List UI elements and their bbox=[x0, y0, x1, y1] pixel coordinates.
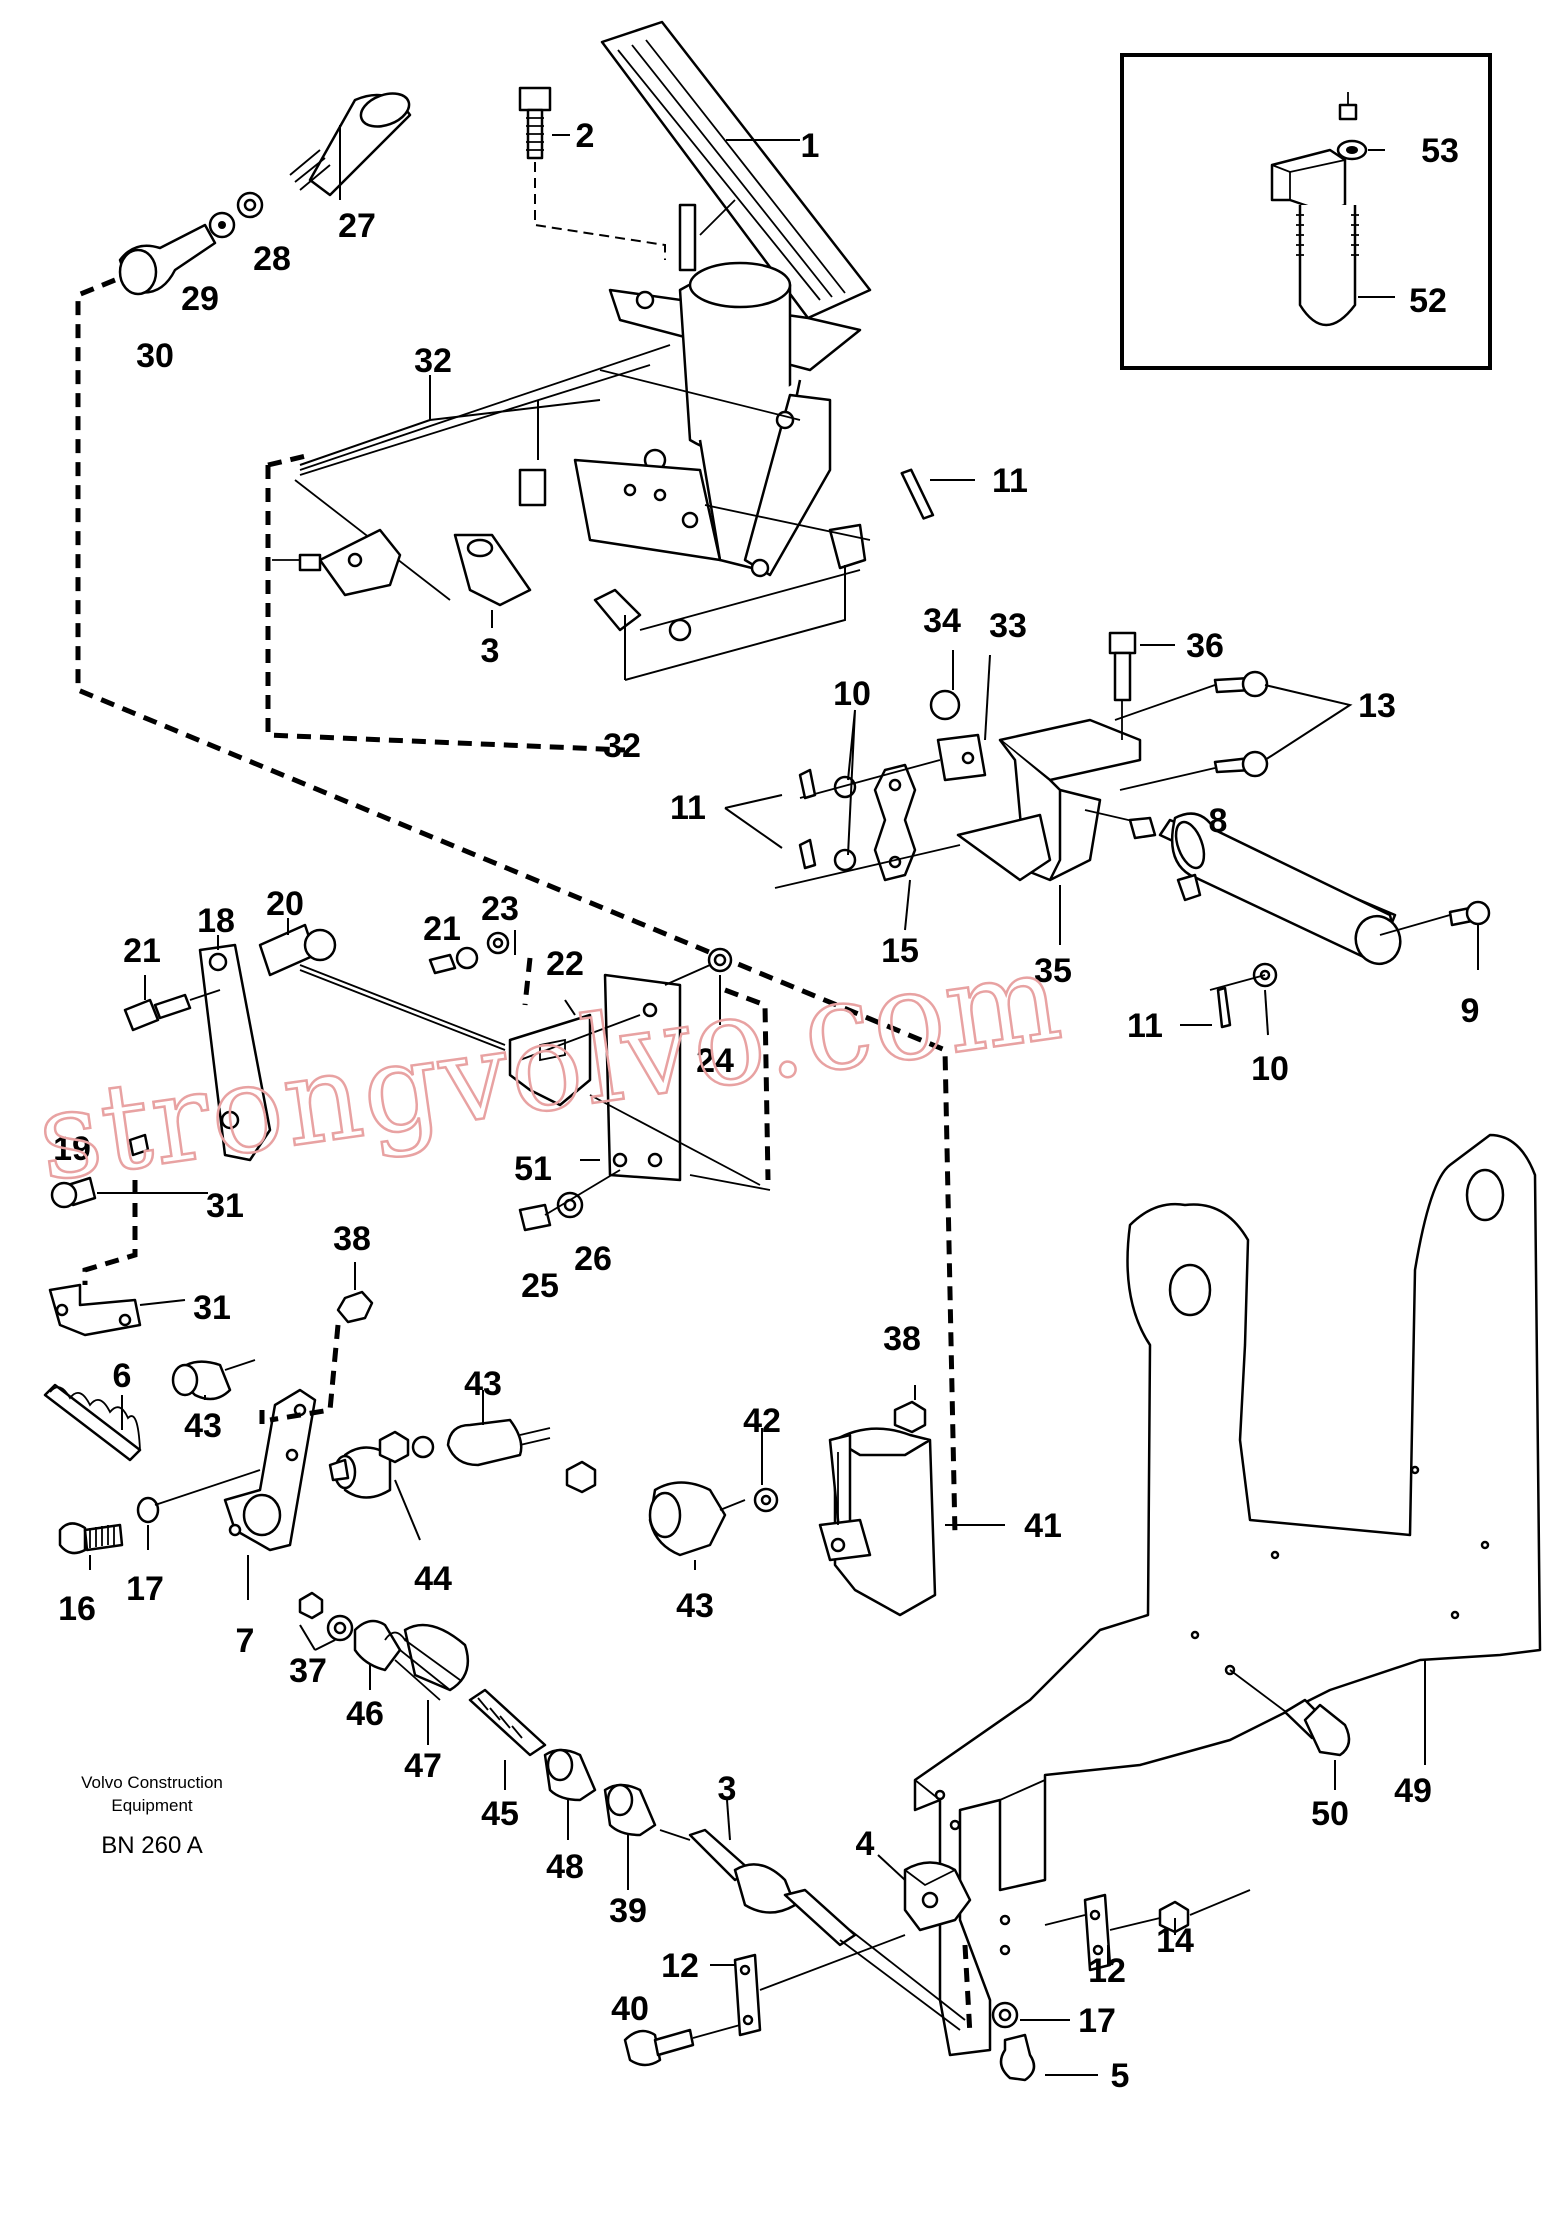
bolt-2 bbox=[518, 86, 666, 260]
dashed-link-38 bbox=[259, 1324, 341, 1430]
callout-30: 30 bbox=[136, 337, 174, 375]
callout-32a: 32 bbox=[414, 342, 452, 380]
callout-28: 28 bbox=[253, 240, 291, 278]
callout-39: 39 bbox=[609, 1892, 647, 1930]
drawing-caption: Volvo Construction Equipment BN 260 A bbox=[81, 1773, 223, 1859]
dashed-link-knob-to-bracket bbox=[75, 277, 958, 1536]
callout-21b: 21 bbox=[423, 910, 461, 948]
lever-assembly-upper-left bbox=[123, 918, 506, 1162]
callout-4: 4 bbox=[856, 1825, 875, 1863]
callout-31a: 31 bbox=[206, 1187, 244, 1225]
callout-3a: 3 bbox=[481, 632, 500, 670]
callout-2: 2 bbox=[576, 117, 595, 155]
callout-24: 24 bbox=[696, 1042, 734, 1080]
callout-41: 41 bbox=[1024, 1507, 1062, 1545]
left-middle-parts bbox=[43, 1176, 256, 1462]
callout-43b: 43 bbox=[184, 1407, 222, 1445]
callout-9: 9 bbox=[1461, 992, 1480, 1030]
callout-1: 1 bbox=[801, 127, 820, 165]
callout-53: 53 bbox=[1421, 132, 1459, 170]
callout-17a: 17 bbox=[126, 1570, 164, 1608]
callout-32b: 32 bbox=[603, 727, 641, 765]
callout-11a: 11 bbox=[992, 462, 1028, 500]
callout-17b: 17 bbox=[1078, 2002, 1116, 2040]
callout-15: 15 bbox=[881, 932, 919, 970]
callout-8: 8 bbox=[1209, 802, 1228, 840]
caption-company-line1: Volvo Construction bbox=[81, 1773, 223, 1792]
callout-11b: 11 bbox=[670, 789, 706, 827]
callout-7: 7 bbox=[236, 1622, 255, 1660]
callout-10b: 10 bbox=[1251, 1050, 1289, 1088]
callout-34: 34 bbox=[923, 602, 961, 640]
callout-50: 50 bbox=[1311, 1795, 1349, 1833]
knob-assembly bbox=[118, 92, 412, 296]
callout-31b: 31 bbox=[193, 1289, 231, 1327]
callout-38a: 38 bbox=[333, 1220, 371, 1258]
callout-16: 16 bbox=[58, 1590, 96, 1628]
callout-35: 35 bbox=[1034, 952, 1072, 990]
rod-assembly-middle bbox=[378, 1385, 927, 1570]
callout-23: 23 bbox=[481, 890, 519, 928]
callout-48: 48 bbox=[546, 1848, 584, 1886]
callout-51: 51 bbox=[514, 1150, 552, 1188]
lower-cable-assembly bbox=[298, 1591, 1251, 2082]
callout-26: 26 bbox=[574, 1240, 612, 1278]
callout-43a: 43 bbox=[464, 1365, 502, 1403]
callout-47: 47 bbox=[404, 1747, 442, 1785]
callout-10a: 10 bbox=[833, 675, 871, 713]
callout-42: 42 bbox=[743, 1402, 781, 1440]
caption-drawing-code: BN 260 A bbox=[101, 1832, 202, 1859]
upper-cable-assembly bbox=[272, 344, 975, 681]
mounting-plate-49 bbox=[913, 1133, 1542, 2057]
callout-21a: 21 bbox=[123, 932, 161, 970]
callout-38b: 38 bbox=[883, 1320, 921, 1358]
callout-11c: 11 bbox=[1127, 1007, 1163, 1045]
callout-3b: 3 bbox=[718, 1770, 737, 1808]
callout-14: 14 bbox=[1156, 1922, 1194, 1960]
callout-13: 13 bbox=[1358, 687, 1396, 725]
callout-45: 45 bbox=[481, 1795, 519, 1833]
dashed-link-31 bbox=[82, 1180, 138, 1285]
accelerator-pedal bbox=[600, 20, 872, 578]
callout-43c: 43 bbox=[676, 1587, 714, 1625]
switch-bracket-41 bbox=[818, 1427, 1005, 1617]
callout-25: 25 bbox=[521, 1267, 559, 1305]
plate-assembly bbox=[428, 930, 771, 1232]
dashed-boundary-plate bbox=[522, 957, 771, 1181]
lever-7-assembly bbox=[58, 1262, 421, 1600]
dashed-link-lower-cable bbox=[962, 1944, 973, 2036]
callout-46: 46 bbox=[346, 1695, 384, 1733]
bolt-50 bbox=[1229, 1669, 1351, 1790]
callout-37: 37 bbox=[289, 1652, 327, 1690]
callout-12b: 12 bbox=[1088, 1952, 1126, 1990]
callout-22: 22 bbox=[546, 945, 584, 983]
callout-20: 20 bbox=[266, 885, 304, 923]
damper-cylinder bbox=[1084, 809, 1491, 1036]
callout-40: 40 bbox=[611, 1990, 649, 2028]
callout-44: 44 bbox=[414, 1560, 452, 1598]
dashed-boundary-upper bbox=[265, 452, 626, 753]
callout-18: 18 bbox=[197, 902, 235, 940]
callout-6: 6 bbox=[113, 1357, 132, 1395]
callout-19: 19 bbox=[53, 1130, 91, 1168]
callout-29: 29 bbox=[181, 280, 219, 318]
callout-12a: 12 bbox=[661, 1947, 699, 1985]
callout-5: 5 bbox=[1111, 2057, 1130, 2095]
callout-49: 49 bbox=[1394, 1772, 1432, 1810]
callout-33: 33 bbox=[989, 607, 1027, 645]
caption-company-line2: Equipment bbox=[111, 1796, 193, 1815]
callout-52: 52 bbox=[1409, 282, 1447, 320]
inset-u-bolt-detail bbox=[1120, 53, 1492, 370]
callout-36: 36 bbox=[1186, 627, 1224, 665]
bracket-assembly bbox=[724, 631, 1353, 945]
callout-27: 27 bbox=[338, 207, 376, 245]
